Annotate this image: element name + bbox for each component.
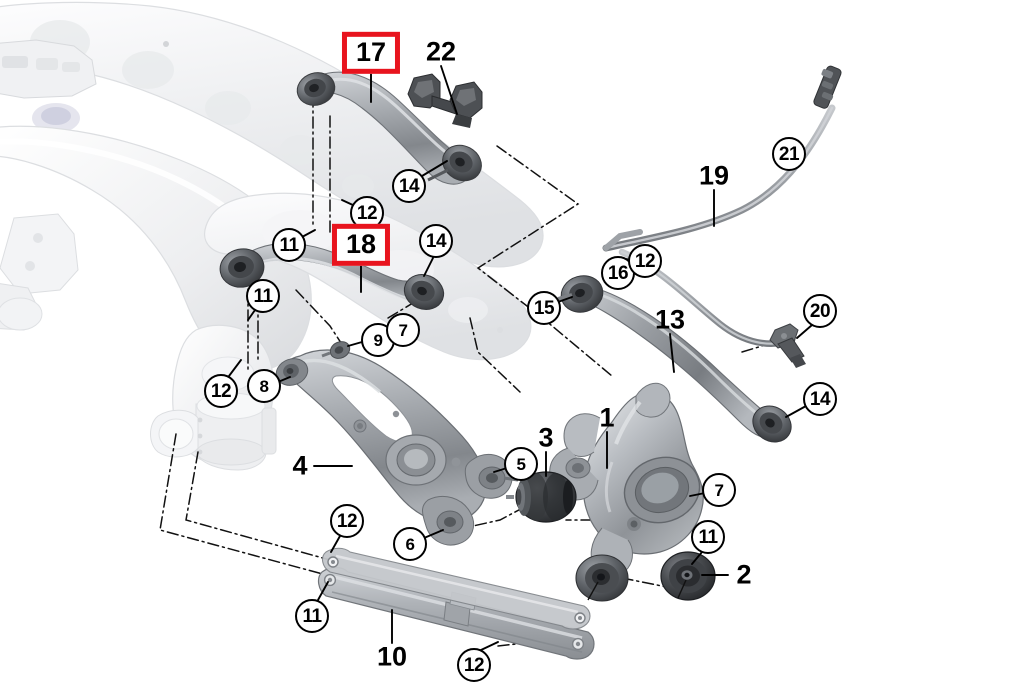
label-13-camber-link: 13 — [654, 304, 686, 335]
part-21-connector-plug — [813, 65, 842, 109]
callout-14-upper-link-right[interactable]: 14 — [392, 169, 426, 203]
label-10-integral-strut: 10 — [376, 641, 408, 672]
callout-6-control-arm-eye-inner[interactable]: 6 — [393, 527, 427, 561]
callout-14-camber-link-right[interactable]: 14 — [803, 382, 837, 416]
part-3-rubber-bushing — [506, 471, 577, 523]
callout-12-nut-strut-left[interactable]: 12 — [330, 504, 364, 538]
part-17-upper-transverse-link — [296, 71, 482, 185]
label-4-lower-control-arm: 4 — [292, 450, 308, 481]
callout-20-wheel-speed-sensor[interactable]: 20 — [803, 294, 837, 328]
part-19-abs-sensor-cable — [602, 65, 842, 368]
callout-7-bearing-seat-knuckle[interactable]: 7 — [702, 473, 736, 507]
callout-5-control-arm-eye[interactable]: 5 — [504, 447, 538, 481]
label-2-rubber-mount: 2 — [736, 559, 752, 590]
part-4-lower-control-arm — [275, 349, 519, 546]
part-10-integral-strut — [317, 547, 595, 660]
part-20-wheel-speed-sensor — [769, 323, 806, 368]
callout-11-bolt-strut-left[interactable]: 11 — [295, 599, 329, 633]
callout-21-connector-plug[interactable]: 21 — [772, 137, 806, 171]
callout-12-nut-subframe[interactable]: 12 — [204, 374, 238, 408]
part-2-rubber-mount — [660, 551, 716, 601]
callout-12-nut-camber-link[interactable]: 12 — [628, 244, 662, 278]
highlighted-label-18-upper-guide-link[interactable]: 18 — [331, 223, 391, 267]
callout-11-bolt-lower-left[interactable]: 11 — [246, 279, 280, 313]
part-1-wheel-carrier-knuckle — [549, 382, 704, 602]
label-1-wheel-carrier: 1 — [599, 402, 615, 433]
callout-14-guide-link-right[interactable]: 14 — [419, 224, 453, 258]
callout-11-bolt-knuckle[interactable]: 11 — [691, 520, 725, 554]
callout-15-link-bushing[interactable]: 15 — [527, 291, 561, 325]
callout-12-nut-strut-right[interactable]: 12 — [457, 648, 491, 682]
part-22-cable-bracket — [407, 73, 483, 128]
highlighted-label-17-upper-transverse-link[interactable]: 17 — [341, 31, 401, 75]
callout-11-bolt-upper[interactable]: 11 — [272, 228, 306, 262]
part-13-camber-link — [557, 257, 792, 443]
label-19-abs-cable: 19 — [698, 160, 730, 191]
label-22-cable-bracket: 22 — [425, 36, 457, 67]
callout-8-link-joint[interactable]: 8 — [247, 369, 281, 403]
callout-7-bearing-seat-left[interactable]: 7 — [386, 313, 420, 347]
callout-leader-lines — [228, 65, 813, 651]
label-3-rubber-bushing: 3 — [538, 422, 554, 453]
part-9-toe-link-joint — [321, 341, 351, 359]
